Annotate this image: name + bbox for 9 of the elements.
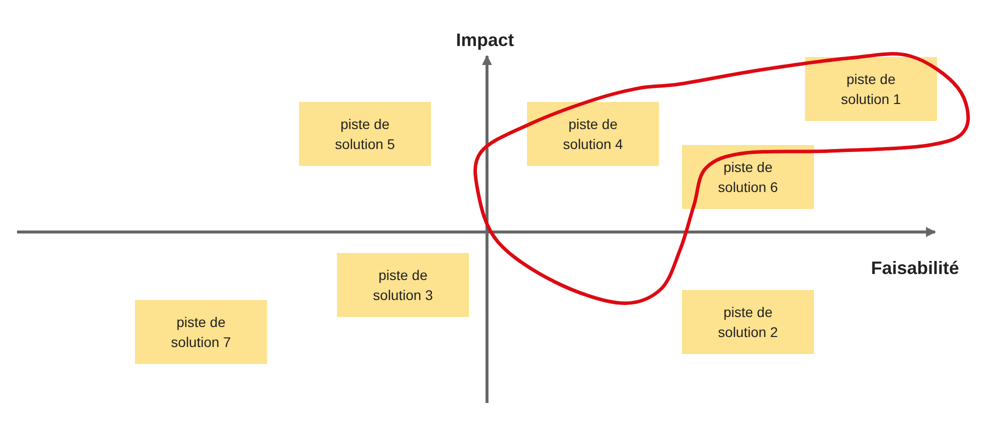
axis-label: Impact bbox=[454, 29, 516, 52]
sticky-note: piste de solution 4 bbox=[527, 102, 659, 166]
sticky-note: piste de solution 5 bbox=[299, 102, 431, 166]
sticky-note: piste de solution 3 bbox=[337, 253, 469, 317]
sticky-note: piste de solution 7 bbox=[135, 300, 267, 364]
sticky-note: piste de solution 1 bbox=[805, 57, 937, 121]
sticky-note: piste de solution 6 bbox=[682, 145, 814, 209]
axis-label: Faisabilité bbox=[870, 257, 960, 280]
sticky-note: piste de solution 2 bbox=[682, 290, 814, 354]
